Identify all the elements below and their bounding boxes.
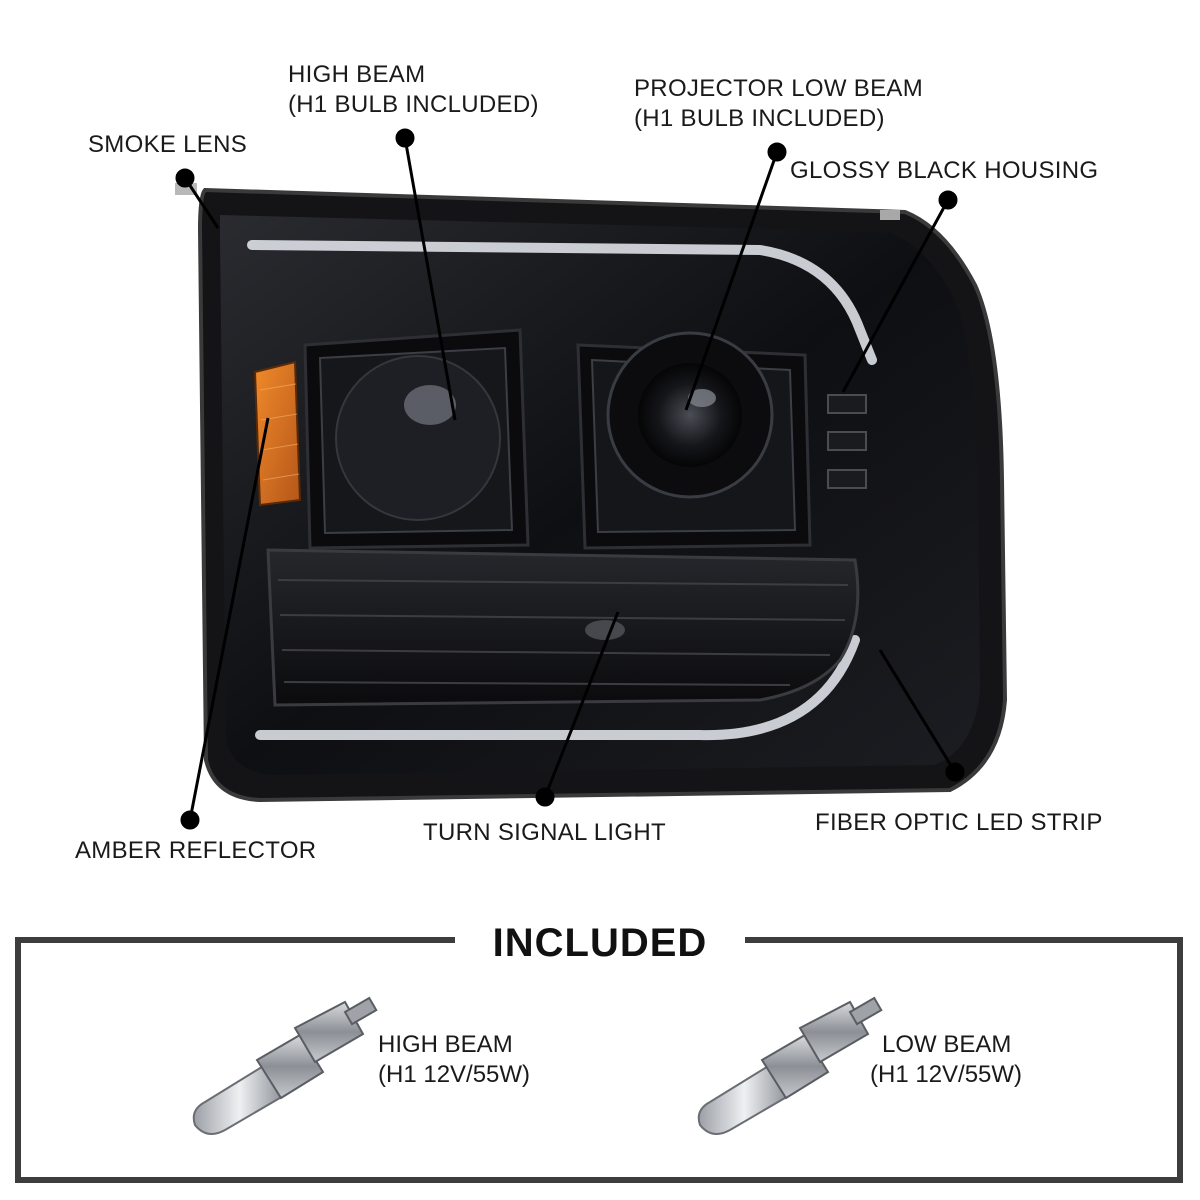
glossy-black-housing-ribs [827,394,867,489]
label-text: HIGH BEAM [288,61,426,88]
included-title: INCLUDED [455,918,745,968]
callout-leaders [175,128,965,830]
label-text: (H1 BULB INCLUDED) [288,91,539,118]
turn-signal-light [266,548,860,707]
label-amber-reflector: AMBER REFLECTOR [75,836,316,866]
label-turn-signal: TURN SIGNAL LIGHT [423,818,666,848]
label-text: GLOSSY BLACK HOUSING [790,157,1099,184]
item-name: HIGH BEAM [378,1031,513,1058]
included-item-low-beam: LOW BEAM (H1 12V/55W) [870,1030,1022,1090]
label-text: FIBER OPTIC LED STRIP [815,809,1103,836]
item-spec: (H1 12V/55W) [870,1061,1023,1088]
label-text: PROJECTOR LOW BEAM [634,75,923,102]
projector-low-beam-module [576,331,812,550]
label-glossy-black-housing: GLOSSY BLACK HOUSING [790,156,1098,186]
included-frame [15,937,1183,1183]
amber-reflector [253,360,302,507]
h1-bulb-icon [697,996,883,1135]
item-name: LOW BEAM [882,1031,1012,1058]
included-item-high-beam: HIGH BEAM (H1 12V/55W) [378,1030,530,1090]
item-spec: (H1 12V/55W) [378,1061,531,1088]
high-beam-module [303,328,530,550]
label-fiber-optic: FIBER OPTIC LED STRIP [815,808,1103,838]
label-text: AMBER REFLECTOR [75,837,317,864]
label-text: TURN SIGNAL LIGHT [423,819,666,846]
fiber-optic-led-strip [247,240,877,741]
label-text: SMOKE LENS [88,131,248,158]
label-projector-low-beam: PROJECTOR LOW BEAM (H1 BULB INCLUDED) [634,74,923,134]
label-high-beam: HIGH BEAM (H1 BULB INCLUDED) [288,60,539,120]
h1-bulb-icon [192,996,378,1135]
label-text: (H1 BULB INCLUDED) [634,105,885,132]
label-smoke-lens: SMOKE LENS [88,130,247,160]
